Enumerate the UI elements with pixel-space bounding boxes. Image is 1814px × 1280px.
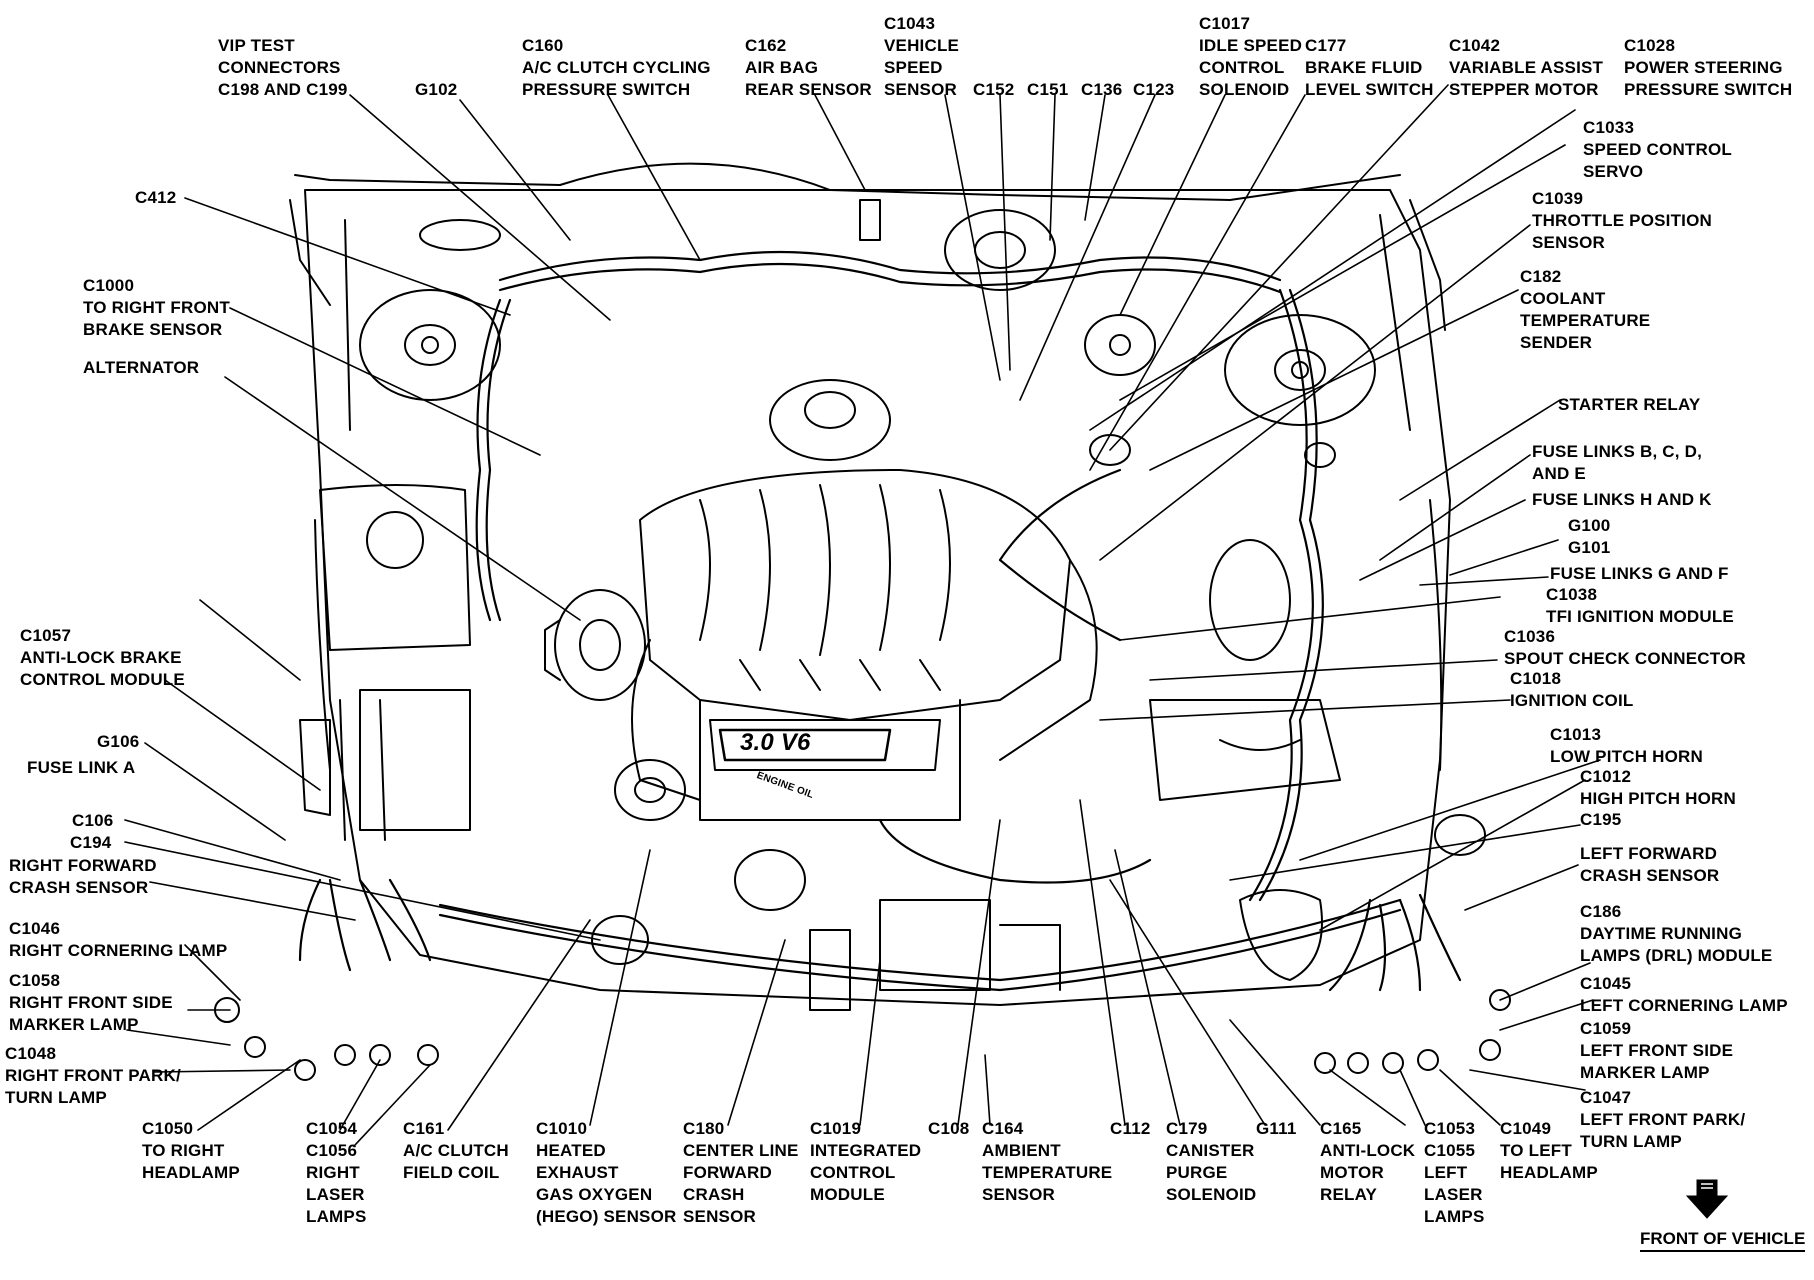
label-c1050: C1050 TO RIGHT HEADLAMP bbox=[142, 1119, 240, 1182]
label-c1058: C1058 RIGHT FRONT SIDE MARKER LAMP bbox=[9, 971, 173, 1034]
label-c165: C165 ANTI-LOCK MOTOR RELAY bbox=[1320, 1119, 1416, 1204]
label-c1010: C1010 HEATED EXHAUST GAS OXYGEN (HEGO) S… bbox=[536, 1119, 677, 1226]
label-c179: C179 CANISTER PURGE SOLENOID bbox=[1166, 1119, 1257, 1204]
label-c1045: C1045 LEFT CORNERING LAMP bbox=[1580, 974, 1788, 1015]
label-c182: C182 COOLANT TEMPERATURE SENDER bbox=[1520, 267, 1651, 352]
label-c1033: C1033 SPEED CONTROL SERVO bbox=[1583, 118, 1733, 181]
label-c1046: C1046 RIGHT CORNERING LAMP bbox=[9, 919, 228, 960]
label-c1054-c1056: C1054 C1056 RIGHT LASER LAMPS bbox=[306, 1119, 367, 1226]
engine-badge: 3.0 V6 bbox=[740, 729, 811, 756]
label-fuse-bcde: FUSE LINKS B, C, D, AND E bbox=[1532, 442, 1703, 483]
lamp-connectors bbox=[214, 989, 1511, 1081]
label-c136: C136 bbox=[1081, 80, 1123, 99]
label-c1057: C1057 ANTI-LOCK BRAKE CONTROL MODULE bbox=[20, 626, 185, 689]
wiring-harness bbox=[298, 250, 1462, 992]
label-vip-test: VIP TEST CONNECTORS C198 AND C199 bbox=[218, 36, 348, 99]
label-c160: C160 A/C CLUTCH CYCLING PRESSURE SWITCH bbox=[522, 36, 711, 99]
label-fuse-a: FUSE LINK A bbox=[27, 758, 136, 777]
label-c162: C162 AIR BAG REAR SENSOR bbox=[745, 36, 872, 99]
label-c1019: C1019 INTEGRATED CONTROL MODULE bbox=[810, 1119, 922, 1204]
leader-lines bbox=[124, 84, 1601, 1146]
label-c195: C195 bbox=[1580, 810, 1622, 829]
arrow-down-icon bbox=[1685, 1179, 1729, 1219]
misc-components bbox=[419, 199, 1486, 1011]
label-c152: C152 bbox=[973, 80, 1015, 99]
label-c177: C177 BRAKE FLUID LEVEL SWITCH bbox=[1305, 36, 1434, 99]
label-c1053-c1055: C1053 C1055 LEFT LASER LAMPS bbox=[1424, 1119, 1485, 1226]
label-c1047: C1047 LEFT FRONT PARK/ TURN LAMP bbox=[1580, 1088, 1746, 1151]
label-fuse-hk: FUSE LINKS H AND K bbox=[1532, 490, 1712, 509]
label-fuse-gf: FUSE LINKS G AND F bbox=[1550, 564, 1729, 583]
label-c106: C106 bbox=[72, 811, 114, 830]
label-c1012: C1012 HIGH PITCH HORN bbox=[1580, 767, 1736, 808]
label-c194: C194 bbox=[70, 833, 112, 852]
label-c123: C123 bbox=[1133, 80, 1175, 99]
label-c161: C161 A/C CLUTCH FIELD COIL bbox=[403, 1119, 509, 1182]
engine-block bbox=[631, 379, 1098, 821]
label-c1048: C1048 RIGHT FRONT PARK/ TURN LAMP bbox=[5, 1044, 181, 1107]
label-g102: G102 bbox=[415, 80, 458, 99]
engine-badge-plate bbox=[718, 728, 892, 762]
label-c1042: C1042 VARIABLE ASSIST STEPPER MOTOR bbox=[1449, 36, 1604, 99]
label-starter-relay: STARTER RELAY bbox=[1558, 395, 1701, 414]
label-c412: C412 bbox=[135, 188, 177, 207]
body-outline bbox=[289, 162, 1451, 1006]
label-c180: C180 CENTER LINE FORWARD CRASH SENSOR bbox=[683, 1119, 799, 1226]
strut-towers bbox=[359, 289, 1376, 426]
label-g106: G106 bbox=[97, 732, 140, 751]
label-c1017: C1017 IDLE SPEED CONTROL SOLENOID bbox=[1199, 14, 1303, 99]
label-c1036: C1036 SPOUT CHECK CONNECTOR bbox=[1504, 627, 1746, 668]
label-c108: C108 bbox=[928, 1119, 970, 1138]
label-left-crash: LEFT FORWARD CRASH SENSOR bbox=[1580, 844, 1720, 885]
label-c1049: C1049 TO LEFT HEADLAMP bbox=[1500, 1119, 1598, 1182]
label-c1059: C1059 LEFT FRONT SIDE MARKER LAMP bbox=[1580, 1019, 1734, 1082]
label-g100-g101: G100 G101 bbox=[1568, 516, 1611, 557]
label-g111: G111 bbox=[1256, 1119, 1297, 1138]
label-c1028: C1028 POWER STEERING PRESSURE SWITCH bbox=[1624, 36, 1793, 99]
label-alternator: ALTERNATOR bbox=[83, 358, 200, 377]
label-c1018: C1018 IGNITION COIL bbox=[1510, 669, 1634, 710]
label-c164: C164 AMBIENT TEMPERATURE SENSOR bbox=[982, 1119, 1113, 1204]
label-c1000: C1000 TO RIGHT FRONT BRAKE SENSOR bbox=[83, 276, 230, 339]
label-c1013: C1013 LOW PITCH HORN bbox=[1550, 725, 1703, 766]
label-c112: C112 bbox=[1110, 1119, 1151, 1138]
label-c151: C151 bbox=[1027, 80, 1069, 99]
front-of-vehicle-label: FRONT OF VEHICLE bbox=[1640, 1229, 1806, 1252]
label-right-crash: RIGHT FORWARD CRASH SENSOR bbox=[9, 856, 157, 897]
alternator-body bbox=[544, 589, 646, 701]
label-c1039: C1039 THROTTLE POSITION SENSOR bbox=[1532, 189, 1713, 252]
label-c1043: C1043 VEHICLE SPEED SENSOR bbox=[884, 14, 960, 99]
label-c1038: C1038 TFI IGNITION MODULE bbox=[1546, 585, 1734, 626]
label-c186: C186 DAYTIME RUNNING LAMPS (DRL) MODULE bbox=[1580, 902, 1773, 965]
abs-module bbox=[299, 484, 471, 841]
